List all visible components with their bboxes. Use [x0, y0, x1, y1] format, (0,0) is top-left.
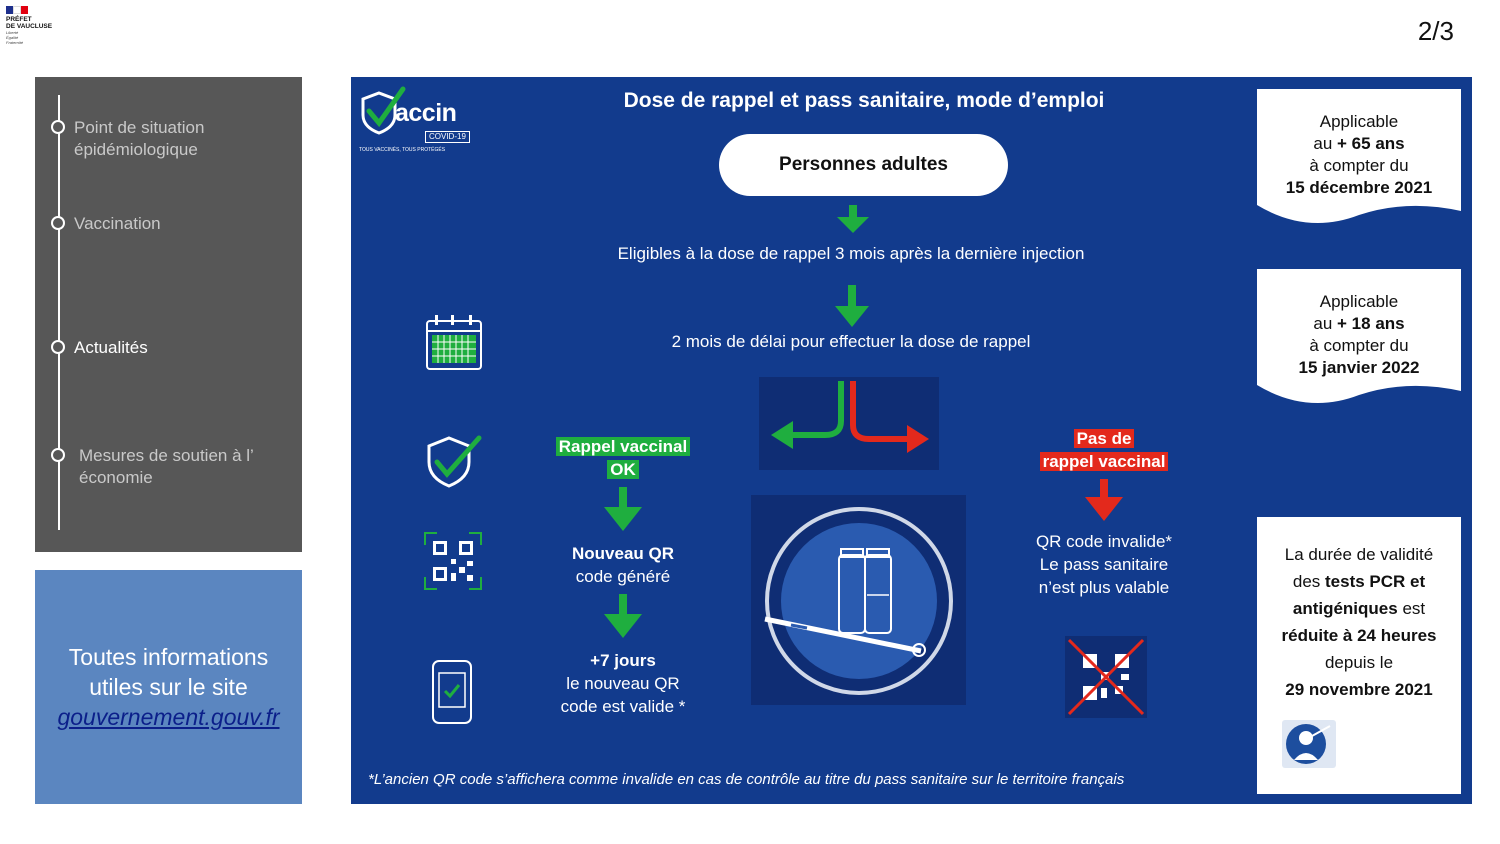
logo-line1: PRÉFET — [6, 16, 32, 23]
note-18-plus: Applicable au + 18 ans à compter du 15 j… — [1257, 269, 1461, 405]
delay-text: 2 mois de délai pour effectuer la dose d… — [671, 332, 1031, 351]
plus7-text: +7 jours — [590, 651, 656, 670]
nav-item-mesures[interactable]: Mesures de soutien à l’ économie — [51, 445, 289, 489]
note-date: 29 novembre 2021 — [1285, 680, 1433, 699]
note-date: 15 janvier 2022 — [1298, 358, 1420, 377]
sidebar-nav: Point de situation épidémiologique Vacci… — [35, 77, 302, 552]
nav-item-label: Vaccination — [74, 214, 161, 233]
vial-illustration — [751, 495, 966, 705]
wave-edge — [1257, 205, 1461, 225]
wave-edge — [1257, 385, 1461, 405]
phone-check-icon — [432, 660, 472, 724]
note-date: 15 décembre 2021 — [1285, 178, 1433, 197]
flag-icon — [6, 6, 29, 14]
vial-syringe-icon — [764, 507, 953, 695]
arrow-down-icon — [1085, 479, 1123, 521]
note-line: La durée de validité — [1284, 545, 1434, 564]
vaccin-tagline: TOUS VACCINÉS, TOUS PROTÉGÉS — [359, 147, 446, 153]
logo-line2: DE VAUCLUSE — [6, 23, 53, 30]
infographic-title: Dose de rappel et pass sanitaire, mode d… — [623, 89, 1105, 112]
nav-dot-icon — [51, 448, 65, 462]
prefecture-logo: PRÉFET DE VAUCLUSE Liberté Égalité Frate… — [6, 6, 68, 45]
arrow-down-icon — [837, 205, 869, 233]
calendar-icon — [426, 315, 482, 370]
nasal-test-icon — [1282, 720, 1336, 768]
new-qr-text: Nouveau QR — [571, 544, 675, 563]
nav-item-label: Mesures de soutien à l’ économie — [79, 446, 254, 487]
info-line2: utiles sur le site — [89, 674, 248, 700]
invalid-qr-text: QR code invalide* — [1035, 532, 1173, 551]
test-swab-icon — [1286, 724, 1331, 764]
qr-code-icon — [424, 532, 482, 590]
logo-motto-2: Égalité — [6, 35, 19, 40]
nav-dot-icon — [51, 340, 65, 354]
note-line: des tests PCR et — [1292, 572, 1426, 591]
shield-check-icon — [361, 86, 406, 135]
footnote: *L’ancien QR code s’affichera comme inva… — [368, 771, 1125, 788]
arrow-down-icon — [604, 594, 642, 638]
invalid-qr-text-3: n’est plus valable — [1038, 578, 1170, 597]
no-booster-column: Pas de rappel vaccinal QR code invalide*… — [1021, 427, 1187, 599]
note-line: Applicable — [1319, 292, 1399, 311]
covid-sub: COVID-19 — [425, 131, 470, 143]
arrow-down-icon — [604, 487, 642, 531]
no-booster-badge: Pas de — [1073, 429, 1135, 448]
note-line: au + 65 ans — [1313, 134, 1405, 153]
note-line: à compter du — [1309, 336, 1409, 355]
nav-item-vaccination[interactable]: Vaccination — [51, 213, 284, 235]
page-number: 2/3 — [1417, 16, 1454, 46]
vaccin-word: accin — [395, 99, 457, 127]
gouvernement-link[interactable]: gouvernement.gouv.fr — [57, 704, 280, 730]
vaccin-covid-logo: accin COVID-19 TOUS VACCINÉS, TOUS PROTÉ… — [359, 85, 471, 155]
note-65-plus: Applicable au + 65 ans à compter du 15 d… — [1257, 89, 1461, 225]
booster-ok-badge: Rappel vaccinal — [555, 437, 691, 456]
nav-rail — [58, 95, 60, 530]
logo-motto-3: Fraternité — [6, 40, 24, 45]
nav-dot-icon — [51, 120, 65, 134]
shield-check-icon — [427, 435, 482, 488]
nav-item-situation[interactable]: Point de situation épidémiologique — [51, 117, 284, 161]
note-line: au + 18 ans — [1313, 314, 1405, 333]
info-box: Toutes informations utiles sur le site g… — [35, 570, 302, 804]
invalid-qr-text-2: Le pass sanitaire — [1039, 555, 1169, 574]
main-infographic: accin COVID-19 TOUS VACCINÉS, TOUS PROTÉ… — [351, 77, 1472, 804]
nav-item-label: Actualités — [74, 338, 148, 357]
plus7-text-3: code est valide * — [560, 697, 686, 716]
adults-pill: Personnes adultes — [719, 134, 1008, 196]
note-line: antigéniques est — [1292, 599, 1426, 618]
nav-dot-icon — [51, 216, 65, 230]
note-line: à compter du — [1309, 156, 1409, 175]
nav-item-label: Point de situation épidémiologique — [74, 118, 205, 159]
note-line: réduite à 24 heures — [1281, 626, 1437, 645]
split-arrow-icon — [771, 381, 929, 453]
split-arrows — [759, 377, 939, 470]
new-qr-text-2: code généré — [575, 567, 671, 586]
logo-motto-1: Liberté — [6, 30, 19, 35]
note-line: depuis le — [1324, 653, 1394, 672]
no-booster-badge-2: rappel vaccinal — [1039, 452, 1169, 471]
plus7-text-2: le nouveau QR — [566, 674, 680, 693]
invalid-qr-icon — [1065, 636, 1147, 718]
eligibility-text: Eligibles à la dose de rappel 3 mois apr… — [617, 244, 1085, 263]
nav-item-actualites[interactable]: Actualités — [51, 337, 284, 359]
note-line: Applicable — [1319, 112, 1399, 131]
booster-ok-badge-2: OK — [607, 460, 639, 479]
info-line1: Toutes informations — [68, 644, 269, 670]
arrow-down-icon — [835, 285, 869, 327]
booster-ok-column: Rappel vaccinal OK Nouveau QR code génér… — [531, 435, 715, 718]
